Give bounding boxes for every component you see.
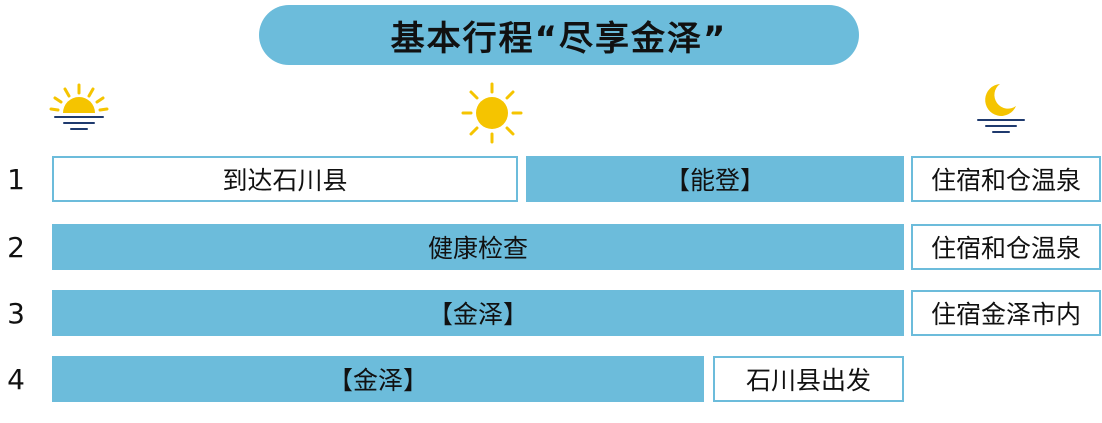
day4-kanazawa-cell: 【金泽】 bbox=[52, 356, 704, 402]
day-number-4: 4 bbox=[7, 362, 25, 396]
day1-lodging-cell: 住宿和仓温泉 bbox=[911, 156, 1101, 202]
title-banner: 基本行程“尽享金泽” bbox=[259, 5, 859, 65]
day3-kanazawa-cell: 【金泽】 bbox=[52, 290, 904, 336]
day-number-3: 3 bbox=[7, 296, 25, 330]
day4-departure-cell: 石川县出发 bbox=[713, 356, 904, 402]
day-number-2: 2 bbox=[7, 230, 25, 264]
day-number-1: 1 bbox=[7, 162, 25, 196]
moon-night-icon bbox=[977, 84, 1025, 133]
day1-noto-cell: 【能登】 bbox=[526, 156, 904, 202]
day2-checkup-cell: 健康检查 bbox=[52, 224, 904, 270]
sunrise-icon bbox=[49, 83, 109, 130]
day2-lodging-cell: 住宿和仓温泉 bbox=[911, 224, 1101, 270]
day1-arrival-cell: 到达石川县 bbox=[52, 156, 518, 202]
page-title: 基本行程“尽享金泽” bbox=[390, 18, 728, 59]
sun-icon bbox=[461, 82, 523, 144]
day3-lodging-cell: 住宿金泽市内 bbox=[911, 290, 1101, 336]
